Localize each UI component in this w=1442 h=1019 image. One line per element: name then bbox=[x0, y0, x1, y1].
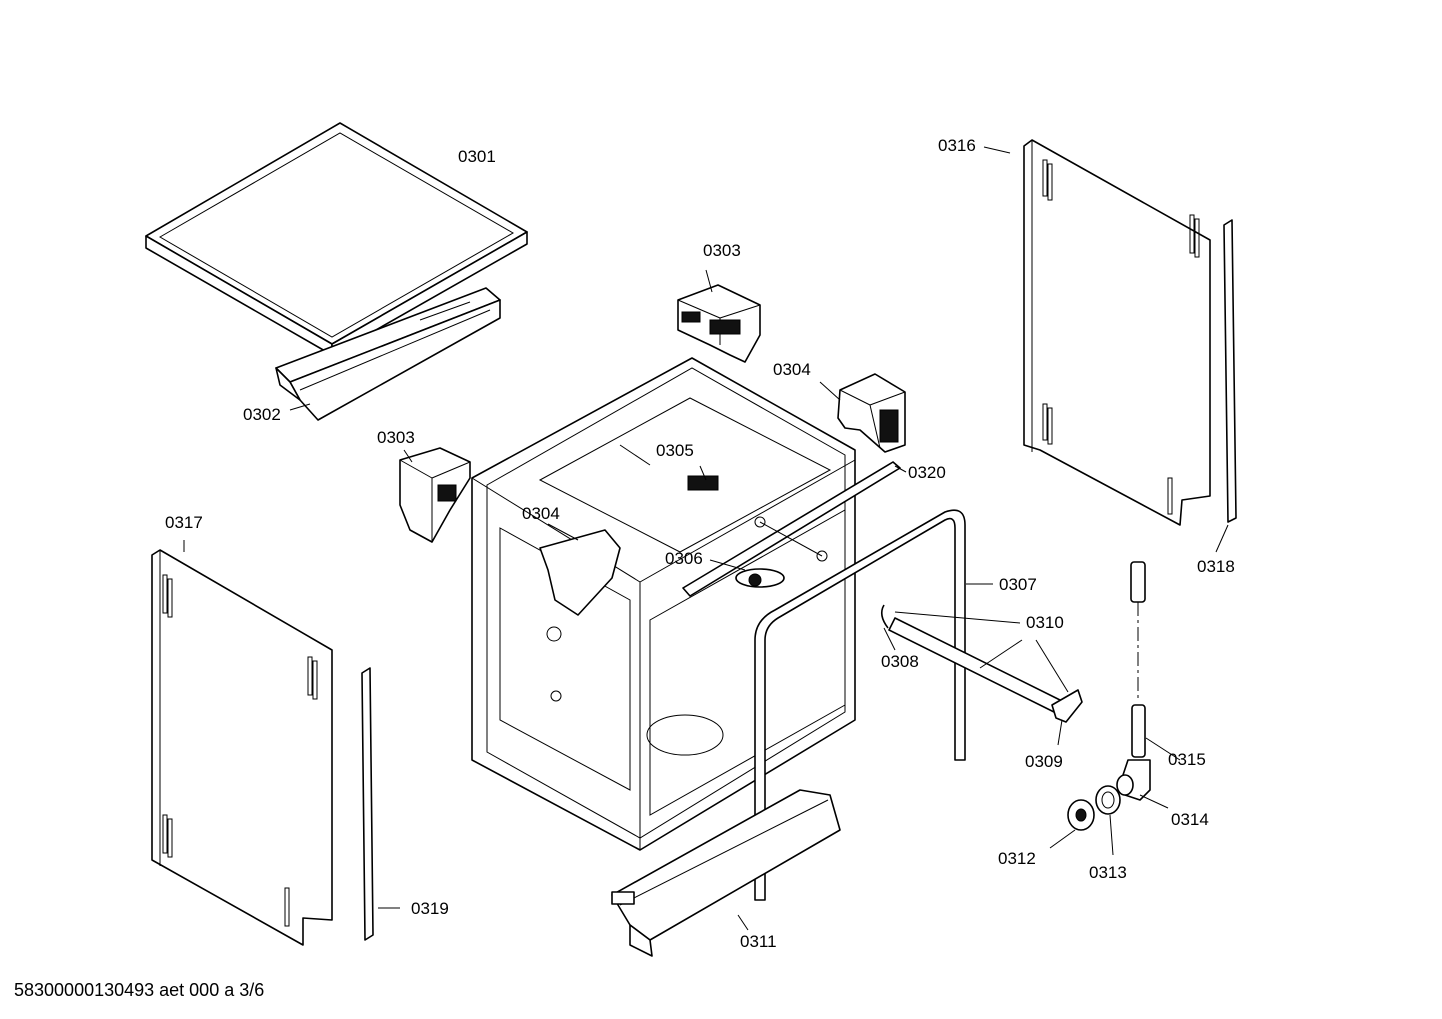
part-0317-side-panel-left bbox=[151, 549, 333, 946]
label-0308: 0308 bbox=[881, 652, 919, 671]
part-0312-nut bbox=[1067, 799, 1095, 831]
label-0304-left: 0304 bbox=[522, 504, 560, 523]
label-0306: 0306 bbox=[665, 549, 703, 568]
label-0305: 0305 bbox=[656, 441, 694, 460]
part-0310-bar bbox=[880, 604, 1083, 723]
label-0302: 0302 bbox=[243, 405, 281, 424]
label-0311: 0311 bbox=[740, 932, 777, 951]
leader-lines bbox=[183, 146, 1229, 931]
part-0304-bracket-right bbox=[837, 373, 906, 453]
part-0315-hose bbox=[1130, 561, 1146, 758]
part-0306-wing-nut bbox=[735, 568, 785, 588]
label-0320: 0320 bbox=[908, 463, 946, 482]
document-reference: 58300000130493 aet 000 a 3/6 bbox=[14, 980, 265, 1000]
label-0313: 0313 bbox=[1089, 863, 1127, 882]
part-0313-ring bbox=[1095, 785, 1121, 815]
label-0301: 0301 bbox=[458, 147, 496, 166]
label-0317: 0317 bbox=[165, 513, 203, 532]
part-0302-strip bbox=[275, 287, 501, 421]
label-0318: 0318 bbox=[1197, 557, 1235, 576]
part-0316-side-panel-right bbox=[1023, 139, 1211, 526]
part-0320-rail bbox=[682, 461, 901, 597]
part-0319-strip-left bbox=[361, 667, 374, 941]
part-0301-worktop bbox=[145, 122, 528, 356]
part-0311-kickplate bbox=[611, 789, 841, 957]
label-0314: 0314 bbox=[1171, 810, 1209, 829]
label-0309: 0309 bbox=[1025, 752, 1063, 771]
label-0315: 0315 bbox=[1168, 750, 1206, 769]
label-0319: 0319 bbox=[411, 899, 449, 918]
part-0307-seal bbox=[754, 509, 966, 901]
label-0304-right: 0304 bbox=[773, 360, 811, 379]
part-0303-bracket-lower bbox=[399, 447, 471, 543]
callout-labels: 0301 0302 0303 0303 0304 0304 0305 0306 … bbox=[165, 136, 1235, 951]
part-0303-bracket-upper bbox=[677, 284, 761, 363]
label-0307: 0307 bbox=[999, 575, 1037, 594]
part-0318-strip-right bbox=[1223, 219, 1237, 523]
label-0303-upper: 0303 bbox=[703, 241, 741, 260]
label-0303-lower: 0303 bbox=[377, 428, 415, 447]
part-0314-fitting bbox=[1116, 759, 1151, 801]
label-0312: 0312 bbox=[998, 849, 1036, 868]
label-0316: 0316 bbox=[938, 136, 976, 155]
label-0310: 0310 bbox=[1026, 613, 1064, 632]
